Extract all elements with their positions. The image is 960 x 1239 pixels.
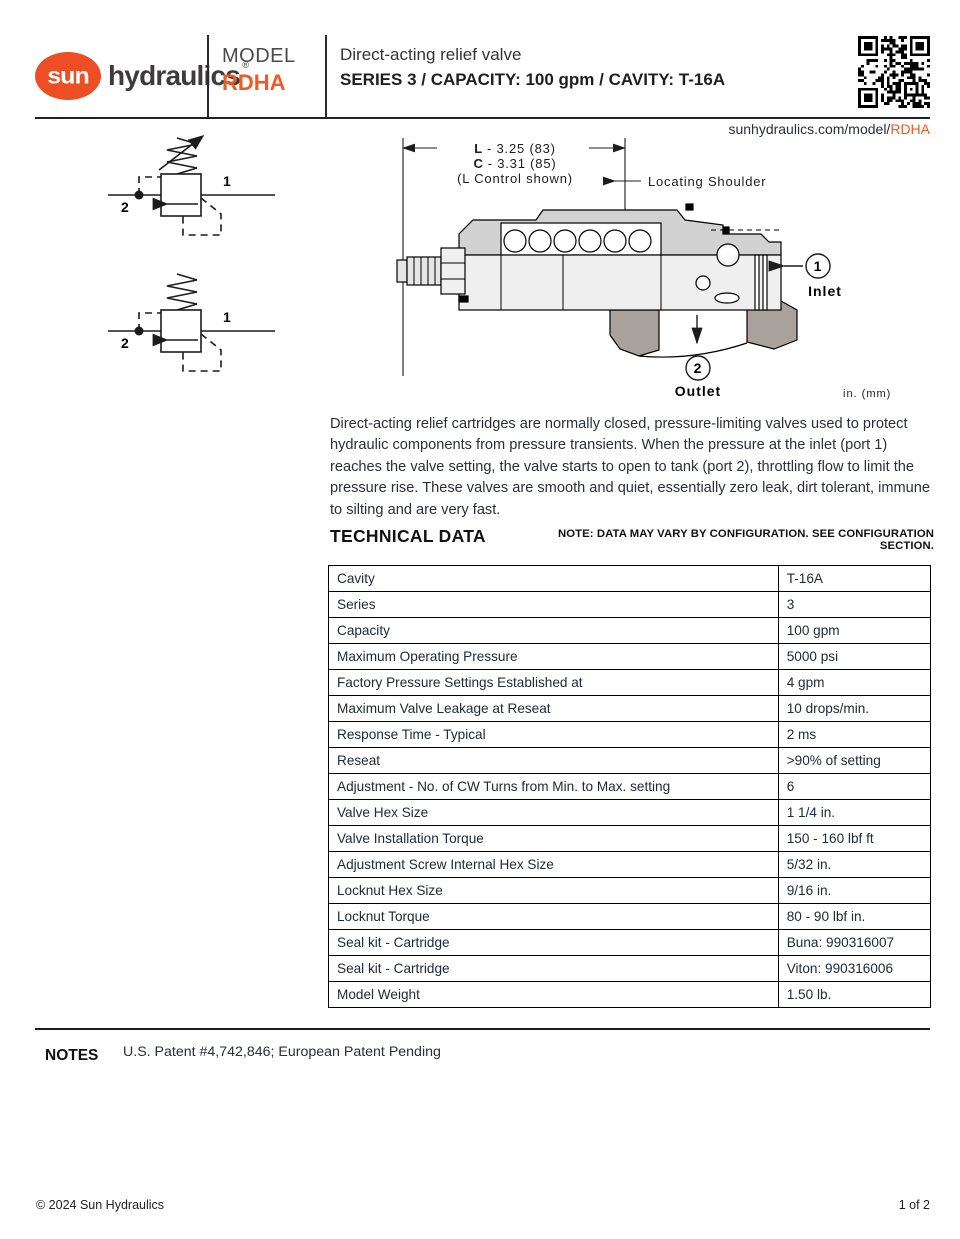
model-label: MODEL bbox=[222, 45, 296, 67]
spec-value: 6 bbox=[777, 773, 932, 800]
spec-label: Seal kit - Cartridge bbox=[328, 955, 779, 982]
spec-value: Buna: 990316007 bbox=[777, 929, 932, 956]
page-subtitle: SERIES 3 / CAPACITY: 100 gpm / CAVITY: T… bbox=[340, 70, 726, 89]
outlet-label: Outlet bbox=[675, 383, 721, 399]
brand-logo: sun hydraulics ® bbox=[35, 44, 249, 108]
footer-page-number: 1 of 2 bbox=[898, 1198, 930, 1212]
spec-label: Locknut Hex Size bbox=[328, 877, 779, 904]
symbol1-port1-label: 1 bbox=[223, 173, 232, 189]
spec-value: 1 1/4 in. bbox=[777, 799, 932, 826]
spec-value: T-16A bbox=[777, 565, 932, 592]
table-row: Reseat>90% of setting bbox=[328, 747, 932, 774]
inlet-label: Inlet bbox=[808, 283, 842, 299]
table-row: Adjustment - No. of CW Turns from Min. t… bbox=[328, 773, 932, 800]
spec-label: Response Time - Typical bbox=[328, 721, 779, 748]
title-block: Direct-acting relief valve SERIES 3 / CA… bbox=[340, 45, 725, 90]
spec-value: >90% of setting bbox=[777, 747, 932, 774]
description-paragraph: Direct-acting relief cartridges are norm… bbox=[330, 416, 930, 518]
spec-value: 9/16 in. bbox=[777, 877, 932, 904]
footer-copyright: © 2024 Sun Hydraulics bbox=[36, 1198, 165, 1212]
header-divider-2 bbox=[325, 35, 327, 117]
notes-rule bbox=[35, 1028, 930, 1030]
spec-value: Viton: 990316006 bbox=[777, 955, 932, 982]
spec-label: Valve Installation Torque bbox=[328, 825, 779, 852]
spec-label: Factory Pressure Settings Established at bbox=[328, 669, 779, 696]
table-row: Factory Pressure Settings Established at… bbox=[328, 669, 932, 696]
spec-value: 3 bbox=[777, 591, 932, 618]
spec-label: Maximum Operating Pressure bbox=[328, 643, 779, 670]
port2-callout: 2 bbox=[694, 360, 703, 376]
spec-value: 1.50 lb. bbox=[777, 981, 932, 1008]
header-rule bbox=[35, 117, 930, 119]
spec-label: Reseat bbox=[328, 747, 779, 774]
registered-mark: ® bbox=[242, 60, 249, 70]
model-block: MODEL RDHA bbox=[222, 45, 296, 96]
spec-value: 5/32 in. bbox=[777, 851, 932, 878]
model-link-prefix: sunhydraulics.com/model/ bbox=[728, 121, 891, 137]
model-link-model: RDHA bbox=[890, 121, 930, 137]
model-value: RDHA bbox=[222, 70, 286, 95]
spec-value: 100 gpm bbox=[777, 617, 932, 644]
units-label: in. (mm) bbox=[843, 388, 891, 400]
valve-cross-section-drawing: L- 3.25 (83) C- 3.31 (85) (L Control sho… bbox=[396, 138, 891, 400]
dim-length: L- 3.25 (83) bbox=[474, 141, 556, 156]
symbol2-port1-label: 1 bbox=[223, 309, 232, 325]
spec-label: Locknut Torque bbox=[328, 903, 779, 930]
symbol1-port2-label: 2 bbox=[121, 199, 130, 215]
spec-label: Seal kit - Cartridge bbox=[328, 929, 779, 956]
spec-value: 150 - 160 lbf ft bbox=[777, 825, 932, 852]
spec-label: Adjustment Screw Internal Hex Size bbox=[328, 851, 779, 878]
logo-hydraulics-text: hydraulics ® bbox=[108, 60, 249, 91]
sun-logo-icon: sun bbox=[35, 52, 101, 100]
spec-label: Valve Hex Size bbox=[328, 799, 779, 826]
notes-heading: NOTES bbox=[45, 1047, 99, 1064]
qr-code bbox=[858, 36, 930, 108]
spec-label: Cavity bbox=[328, 565, 779, 592]
spec-value: 4 gpm bbox=[777, 669, 932, 696]
spec-value: 2 ms bbox=[777, 721, 932, 748]
schematic-symbol-adjustable: 2 1 bbox=[108, 135, 275, 236]
symbol2-port2-label: 2 bbox=[121, 335, 130, 351]
dim-length-c: C- 3.31 (85) bbox=[474, 156, 557, 171]
spec-value: 80 - 90 lbf in. bbox=[777, 903, 932, 930]
spec-label: Model Weight bbox=[328, 981, 779, 1008]
technical-data-heading: TECHNICAL DATA bbox=[330, 526, 486, 546]
dim-note: (L Control shown) bbox=[457, 171, 573, 186]
spec-value: 5000 psi bbox=[777, 643, 932, 670]
model-link[interactable]: sunhydraulics.com/model/RDHA bbox=[330, 121, 930, 137]
spec-label: Capacity bbox=[328, 617, 779, 644]
header-divider-1 bbox=[207, 35, 209, 117]
schematic-symbol-fixed: 2 1 bbox=[108, 273, 275, 372]
spec-label: Adjustment - No. of CW Turns from Min. t… bbox=[328, 773, 779, 800]
spec-label: Series bbox=[328, 591, 779, 618]
locating-shoulder-label: Locating Shoulder bbox=[648, 174, 766, 189]
logo-sun-text: sun bbox=[47, 62, 89, 89]
port1-callout: 1 bbox=[814, 258, 823, 274]
technical-data-note: NOTE: DATA MAY VARY BY CONFIGURATION. SE… bbox=[557, 528, 934, 552]
spec-value: 10 drops/min. bbox=[777, 695, 932, 722]
spec-label: Maximum Valve Leakage at Reseat bbox=[328, 695, 779, 722]
page-title: Direct-acting relief valve bbox=[340, 45, 522, 64]
notes-text: U.S. Patent #4,742,846; European Patent … bbox=[123, 1044, 441, 1060]
